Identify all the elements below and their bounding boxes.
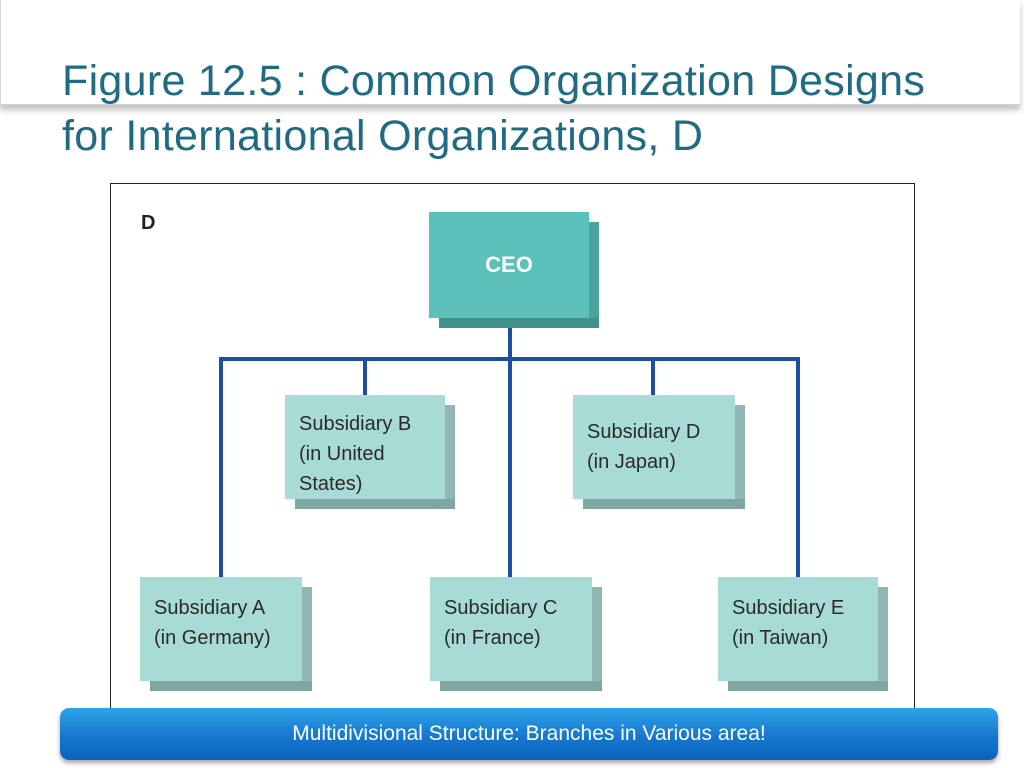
subsidiary-e-line-2: (in Taiwan) bbox=[732, 627, 829, 649]
subsidiary-e-side bbox=[878, 587, 888, 681]
subsidiary-b-line-3: States) bbox=[299, 473, 363, 495]
connector-to-subsidiary-d bbox=[651, 357, 655, 397]
subsidiary-d-bottom bbox=[583, 499, 745, 509]
subsidiary-e-box: Subsidiary E (in Taiwan) bbox=[718, 577, 888, 691]
subsidiary-c-box: Subsidiary C (in France) bbox=[430, 577, 602, 691]
title-bar bbox=[0, 0, 1020, 106]
slide-title-line-1: Figure 12.5 : Common Organization Design… bbox=[62, 57, 926, 105]
subsidiary-e-face: Subsidiary E (in Taiwan) bbox=[718, 577, 878, 681]
connector-to-subsidiary-b bbox=[363, 357, 367, 397]
subsidiary-c-line-1: Subsidiary C bbox=[444, 597, 558, 619]
subsidiary-b-face: Subsidiary B (in United States) bbox=[285, 395, 445, 499]
subsidiary-a-face: Subsidiary A (in Germany) bbox=[140, 577, 302, 681]
subsidiary-d-box: Subsidiary D (in Japan) bbox=[573, 395, 745, 509]
subsidiary-c-bottom bbox=[440, 681, 602, 691]
subsidiary-c-side bbox=[592, 587, 602, 681]
subsidiary-d-line-1: Subsidiary D bbox=[587, 421, 701, 443]
subsidiary-a-line-1: Subsidiary A bbox=[154, 597, 266, 619]
slide-title-line-2: for International Organizations, D bbox=[62, 112, 704, 160]
subsidiary-a-side bbox=[302, 587, 312, 681]
subsidiary-b-line-1: Subsidiary B bbox=[299, 413, 412, 435]
connector-to-subsidiary-e bbox=[796, 357, 800, 580]
ceo-label: CEO bbox=[485, 252, 533, 277]
subsidiary-d-face: Subsidiary D (in Japan) bbox=[573, 395, 735, 499]
caption-banner: Multidivisional Structure: Branches in V… bbox=[60, 708, 998, 760]
subsidiary-e-line-1: Subsidiary E bbox=[732, 597, 845, 619]
title-bar-edge bbox=[0, 0, 1, 104]
ceo-box: CEO bbox=[429, 212, 599, 328]
ceo-box-bottom bbox=[439, 318, 599, 328]
connector-horizontal-bus bbox=[219, 357, 800, 361]
subsidiary-b-box: Subsidiary B (in United States) bbox=[285, 395, 455, 509]
subsidiary-d-line-2: (in Japan) bbox=[587, 451, 676, 473]
subsidiary-d-side bbox=[735, 405, 745, 499]
subsidiary-a-box: Subsidiary A (in Germany) bbox=[140, 577, 312, 691]
ceo-box-face: CEO bbox=[429, 212, 589, 318]
subsidiary-a-bottom bbox=[150, 681, 312, 691]
slide-title: Figure 12.5 : Common Organization Design… bbox=[62, 54, 1012, 164]
subsidiary-b-bottom bbox=[295, 499, 455, 509]
ceo-box-side bbox=[589, 222, 599, 318]
org-chart-figure: D CEO Subsidiary B (in United States) Su… bbox=[110, 183, 915, 713]
connector-ceo-trunk bbox=[508, 322, 512, 580]
panel-label: D bbox=[141, 212, 156, 234]
subsidiary-c-face: Subsidiary C (in France) bbox=[430, 577, 592, 681]
subsidiary-b-side bbox=[445, 405, 455, 499]
connector-to-subsidiary-a bbox=[219, 357, 223, 580]
subsidiary-e-bottom bbox=[728, 681, 888, 691]
caption-text: Multidivisional Structure: Branches in V… bbox=[292, 722, 766, 745]
subsidiary-b-line-2: (in United bbox=[299, 443, 385, 465]
subsidiary-a-line-2: (in Germany) bbox=[154, 627, 271, 649]
subsidiary-c-line-2: (in France) bbox=[444, 627, 541, 649]
